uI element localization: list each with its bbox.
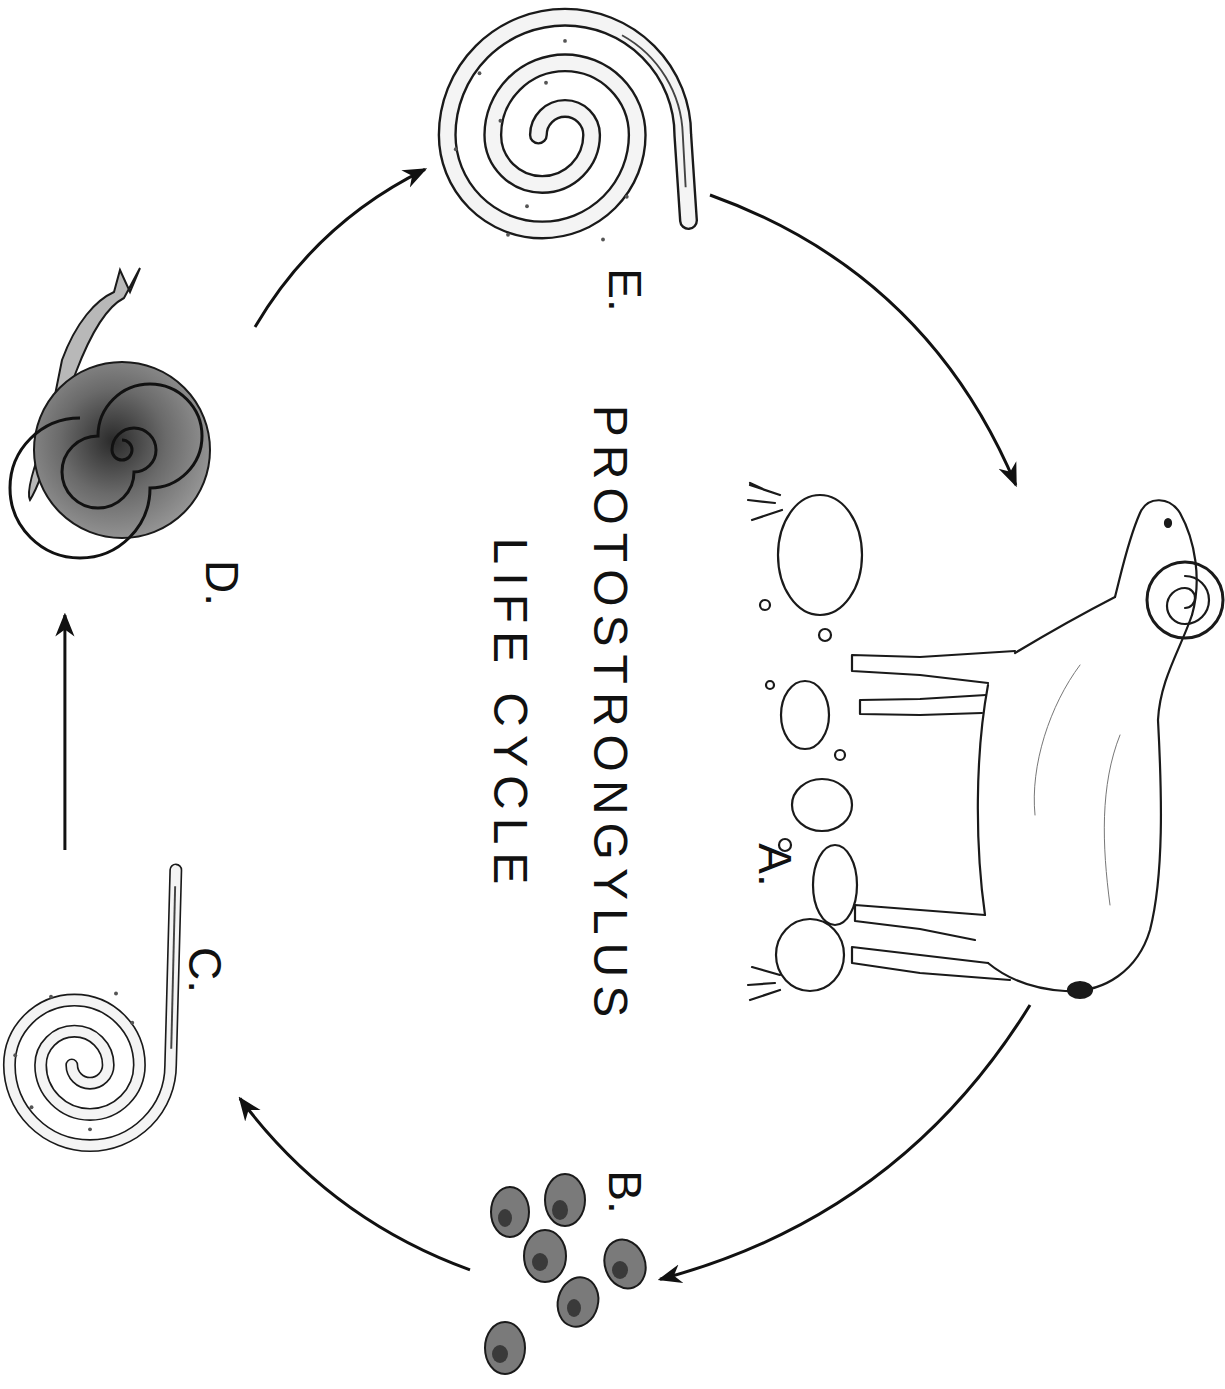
cycle-arrow — [63, 615, 66, 850]
stage-group: D. — [15, 255, 255, 615]
snail-host — [10, 268, 210, 558]
cycle-arrow — [240, 1099, 470, 1270]
stage-letter: D. — [196, 560, 249, 606]
stage-group: C. — [5, 850, 240, 1205]
diagram-title: PROTOSTRONGYLUS LIFE CYCLE — [460, 385, 660, 1045]
stage-group: B. — [470, 1150, 660, 1385]
cycle-arrow — [660, 1005, 1030, 1279]
stage-letter: C. — [179, 947, 232, 993]
cycle-arrow — [255, 169, 425, 327]
stage-letter: E. — [599, 268, 652, 311]
stage-letter: A. — [749, 843, 802, 886]
stage-group: E. — [425, 3, 710, 323]
stage-letter: B. — [599, 1170, 652, 1213]
stage-group: A. — [745, 485, 1220, 1005]
cycle-arrow — [710, 195, 1016, 485]
larva-e — [447, 17, 688, 241]
sheep-host — [748, 483, 1223, 1000]
larva-c — [9, 870, 175, 1146]
